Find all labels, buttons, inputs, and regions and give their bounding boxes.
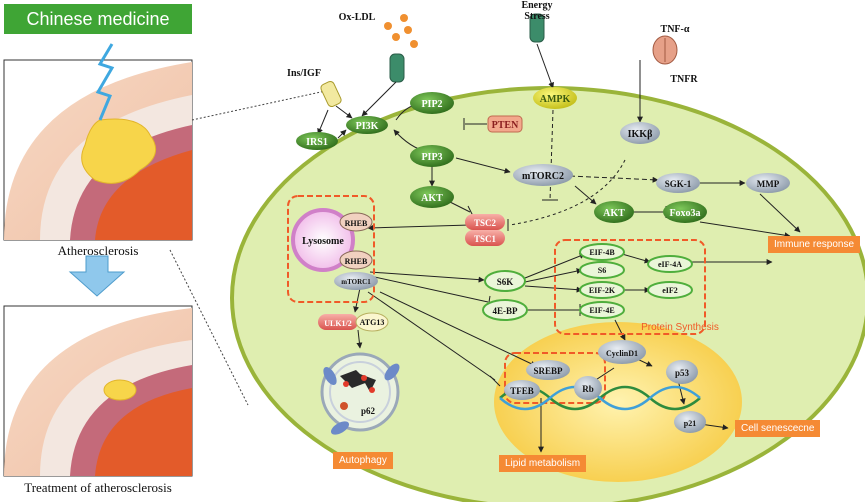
label-energy: Energy — [521, 0, 552, 11]
label-ikkb: IKKβ — [628, 129, 653, 140]
label-srebp: SREBP — [533, 366, 563, 376]
label-rb: Rb — [582, 384, 594, 394]
node-eif4a — [647, 255, 693, 273]
protein-synthesis-compartment — [554, 239, 706, 335]
label-ox-ldl: Ox-LDL — [339, 12, 376, 23]
label-pip2: PIP2 — [421, 99, 442, 110]
node-4ebp — [482, 299, 528, 321]
label-stress: Stress — [524, 11, 549, 22]
lightning-icon — [95, 43, 115, 121]
label-ins-igf: Ins/IGF — [287, 68, 321, 79]
energy-stress-receptor — [529, 13, 545, 43]
node-p53 — [666, 360, 698, 384]
artery-panel-bottom — [3, 305, 193, 477]
node-rheb-bottom — [339, 250, 373, 270]
node-s6 — [579, 261, 625, 279]
label-ampk: AMPK — [540, 94, 571, 105]
node-rb — [574, 376, 602, 400]
label-p62: p62 — [361, 406, 376, 416]
label-tnfr: TNFR — [670, 74, 698, 85]
label-eif4a: eIF-4A — [658, 260, 682, 269]
lysosome-compartment — [287, 195, 375, 303]
label-akt-left: AKT — [421, 193, 443, 204]
node-mtorc1 — [334, 272, 378, 290]
label-tnf-alpha: TNF-α — [661, 24, 690, 35]
caption-treatment: Treatment of atherosclerosis — [24, 480, 172, 495]
node-rheb-top — [339, 212, 373, 232]
chinese-medicine-header: Chinese medicine — [4, 4, 192, 34]
label-rheb-top: RHEB — [345, 219, 368, 228]
ins-igf-receptor — [320, 80, 342, 108]
tnfr-receptor — [652, 35, 678, 65]
node-mtorc2 — [513, 164, 573, 186]
node-tfeb — [504, 380, 540, 400]
node-akt-left — [410, 186, 454, 208]
node-irs1 — [296, 132, 338, 150]
node-p21 — [674, 411, 706, 433]
autophagy-box: Autophagy — [333, 452, 393, 469]
lipid-metabolism-box: Lipid metabolism — [499, 455, 587, 472]
label-atg13: ATG13 — [360, 318, 385, 327]
node-mmp — [746, 173, 790, 193]
node-pip3 — [410, 145, 454, 167]
label-tfeb: TFEB — [510, 386, 534, 396]
node-ulk12 — [318, 314, 358, 330]
lysosome — [291, 208, 355, 272]
node-cyclind1 — [598, 340, 646, 364]
node-pi3k — [346, 116, 388, 134]
node-eif2k — [579, 281, 625, 299]
label-s6: S6 — [598, 266, 606, 275]
label-mtorc2: mTORC2 — [522, 171, 564, 182]
node-pten — [487, 115, 523, 133]
label-irs1: IRS1 — [306, 137, 328, 148]
node-eif4b — [579, 243, 625, 261]
immune-response-box: Immune response — [768, 236, 861, 253]
node-foxo3a — [663, 201, 707, 223]
node-tsc2 — [465, 214, 505, 230]
label-protein-synthesis: Protein Synthesis — [641, 322, 719, 333]
label-akt-right: AKT — [603, 208, 625, 219]
label-tsc1: TSC1 — [474, 234, 497, 244]
label-tsc2: TSC2 — [474, 218, 497, 228]
label-p53: p53 — [675, 368, 690, 378]
label-eif2k: EIF-2K — [589, 286, 616, 295]
node-akt-right — [594, 201, 634, 223]
node-tsc1 — [465, 230, 505, 246]
label-sgk1: SGK-1 — [665, 179, 692, 189]
down-arrow-icon — [68, 255, 126, 297]
label-pi3k: PI3K — [356, 121, 379, 132]
node-ikkb — [620, 122, 660, 144]
label-pip3: PIP3 — [421, 152, 442, 163]
autophagosome — [320, 352, 400, 435]
label-mmp: MMP — [757, 179, 780, 189]
label-pten: PTEN — [492, 120, 519, 131]
node-pip2 — [410, 92, 454, 114]
label-cyclind1: CyclinD1 — [606, 349, 638, 358]
artery-panel-top — [3, 43, 193, 241]
label-eif4e: EIF-4E — [589, 306, 614, 315]
label-eif2: eIF2 — [662, 286, 678, 295]
node-sgk1 — [656, 173, 700, 193]
node-ampk — [533, 87, 577, 109]
node-s6k — [484, 270, 526, 292]
label-4ebp: 4E-BP — [492, 306, 518, 316]
node-atg13 — [355, 312, 389, 332]
cell-senescence-box: Cell senescecne — [735, 420, 821, 437]
label-s6k: S6K — [497, 277, 514, 287]
node-eif2 — [647, 281, 693, 299]
caption-atherosclerosis: Atherosclerosis — [57, 243, 139, 258]
label-lysosome: Lysosome — [302, 236, 344, 247]
ox-ldl-receptor — [384, 14, 418, 83]
label-rheb-bottom: RHEB — [345, 257, 368, 266]
label-p21: p21 — [684, 419, 696, 428]
label-mtorc1: mTORC1 — [341, 278, 371, 286]
label-ulk12: ULK1/2 — [324, 319, 352, 328]
node-srebp — [526, 360, 570, 380]
node-eif4e — [579, 301, 625, 319]
label-foxo3a: Foxo3a — [669, 208, 700, 219]
label-eif4b: EIF-4B — [589, 248, 615, 257]
